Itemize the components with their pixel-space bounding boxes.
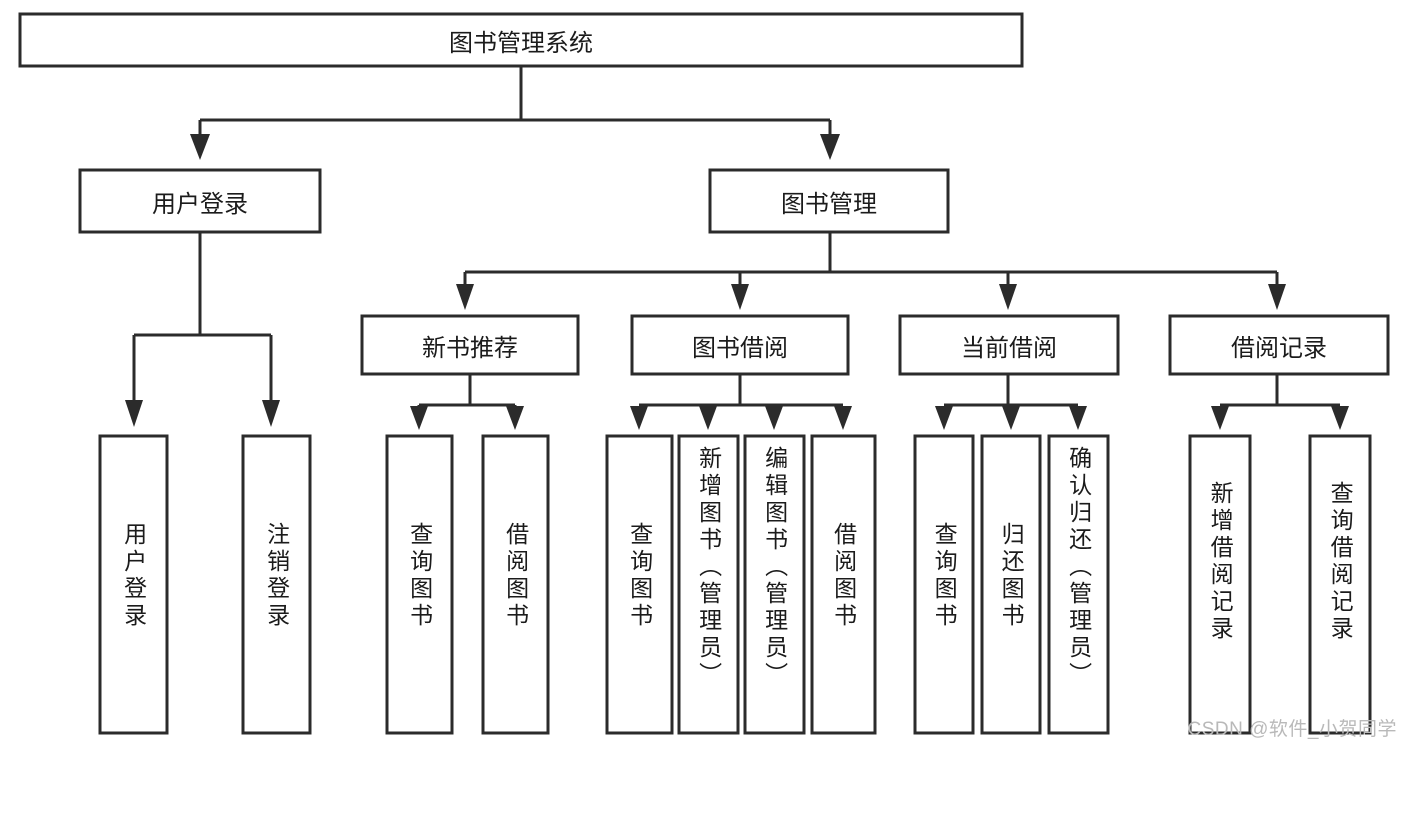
node-leaf-query-record-box[interactable] (1308, 434, 1372, 735)
node-new-book-recommend-box[interactable] (360, 314, 580, 376)
arrow-user-login-leaf-1 (125, 400, 143, 427)
node-leaf-edit-book-box[interactable] (743, 434, 806, 735)
flowchart-svg (18, 12, 1390, 735)
node-leaf-query-book-3-box[interactable] (913, 434, 975, 735)
arrow-new-book-leaf-2 (506, 406, 524, 430)
node-current-borrow-box[interactable] (898, 314, 1120, 376)
node-leaf-add-book-box[interactable] (677, 434, 740, 735)
node-leaf-add-record-box[interactable] (1188, 434, 1252, 735)
arrow-borrow-record-leaf-2 (1331, 406, 1349, 430)
node-root-box[interactable] (18, 12, 1024, 68)
arrow-book-manage-to-current-borrow (999, 284, 1017, 310)
node-leaf-user-logout-box[interactable] (241, 434, 312, 735)
arrow-book-borrow-leaf-3 (765, 406, 783, 430)
node-user-login-box[interactable] (78, 168, 322, 234)
arrow-current-borrow-leaf-1 (935, 406, 953, 430)
node-leaf-borrow-book-1-box[interactable] (481, 434, 550, 735)
arrow-current-borrow-leaf-3 (1069, 406, 1087, 430)
arrow-book-manage-to-book-borrow (731, 284, 749, 310)
node-book-manage-box[interactable] (708, 168, 950, 234)
arrow-book-manage-to-borrow-record (1268, 284, 1286, 310)
node-leaf-user-login-box[interactable] (98, 434, 169, 735)
flowchart-diagram: 图书管理系统 用户登录 图书管理 新书推荐 图书借阅 当前借阅 借阅记录 用户登… (18, 12, 1396, 740)
node-leaf-query-book-1-box[interactable] (385, 434, 454, 735)
arrow-current-borrow-leaf-2 (1002, 406, 1020, 430)
arrow-root-to-book-manage (820, 134, 840, 160)
arrow-book-borrow-leaf-1 (630, 406, 648, 430)
arrow-book-borrow-leaf-2 (699, 406, 717, 430)
node-borrow-record-box[interactable] (1168, 314, 1390, 376)
arrow-new-book-leaf-1 (410, 406, 428, 430)
node-leaf-confirm-return-box[interactable] (1047, 434, 1110, 735)
node-leaf-query-book-2-box[interactable] (605, 434, 674, 735)
node-leaf-return-book-box[interactable] (980, 434, 1042, 735)
arrow-user-login-leaf-2 (262, 400, 280, 427)
arrow-book-borrow-leaf-4 (834, 406, 852, 430)
node-book-borrow-box[interactable] (630, 314, 850, 376)
arrow-borrow-record-leaf-1 (1211, 406, 1229, 430)
arrow-root-to-user-login (190, 134, 210, 160)
node-leaf-borrow-book-2-box[interactable] (810, 434, 877, 735)
arrow-book-manage-to-new-book (456, 284, 474, 310)
